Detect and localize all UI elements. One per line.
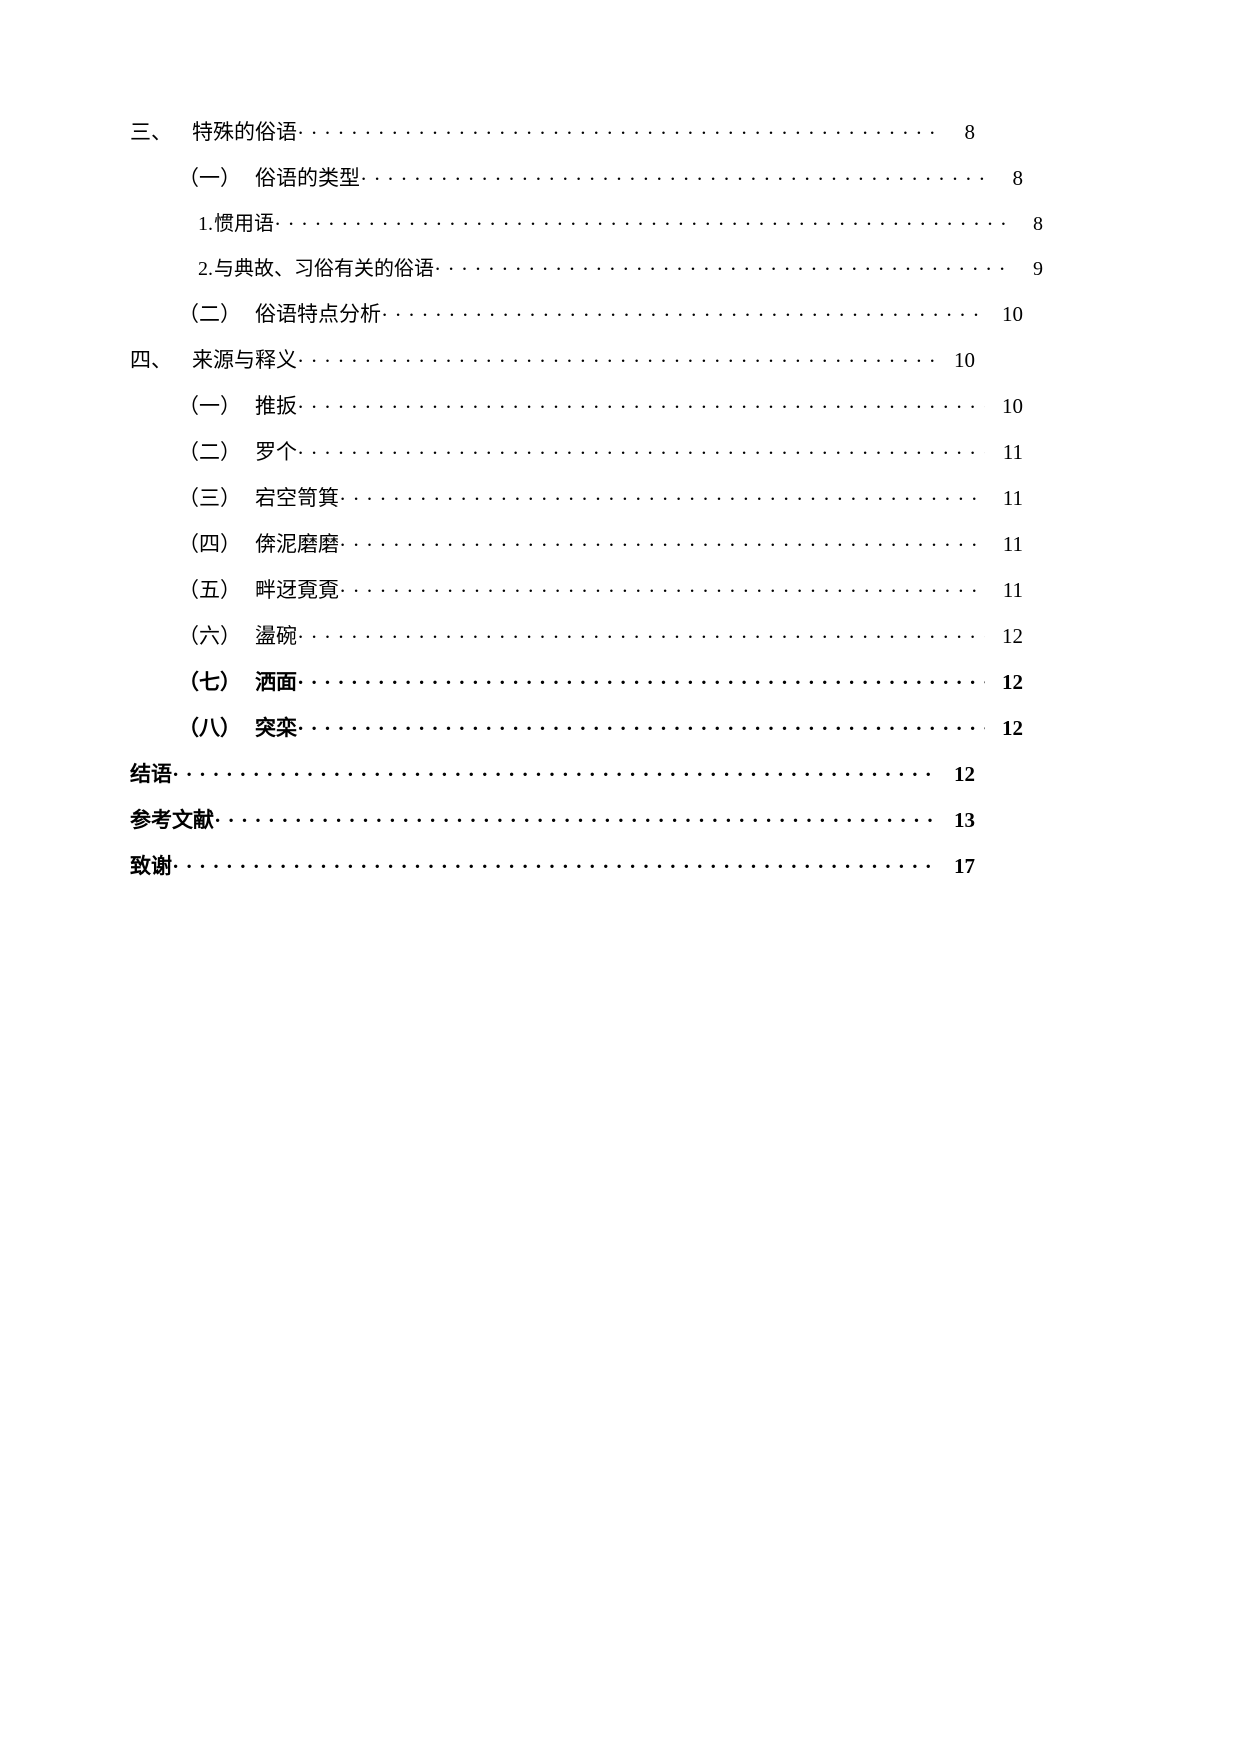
toc-entry[interactable]: 四、来源与释义 10: [130, 346, 975, 371]
toc-leader-dots: [298, 668, 985, 689]
toc-entry-page-number[interactable]: 13: [954, 808, 975, 832]
toc-entry-page-number[interactable]: 11: [1002, 440, 1023, 464]
toc-entry-title[interactable]: 惯用语: [214, 213, 274, 235]
toc-entry[interactable]: 2.与典故、习俗有关的俗语 9: [130, 255, 1043, 279]
toc-entry-page-number[interactable]: 12: [1002, 670, 1023, 694]
toc-leader-dots: [435, 255, 1005, 275]
toc-entry-title[interactable]: 与典故、习俗有关的俗语: [214, 258, 434, 280]
toc-entry-number: （六）: [178, 624, 241, 648]
toc-entry-title[interactable]: 倴泥磨磨: [255, 532, 339, 556]
toc-entry-number: （七）: [178, 670, 241, 694]
toc-entry-page-number[interactable]: 11: [1002, 578, 1023, 602]
toc-entry[interactable]: （六） 盪碗 12: [130, 622, 1023, 647]
toc-entry[interactable]: 三、特殊的俗语 8: [130, 118, 975, 143]
toc-leader-dots: [215, 806, 937, 827]
toc-entry-number: （一）: [178, 166, 241, 190]
toc-entry-number: （五）: [178, 578, 241, 602]
toc-leader-dots: [382, 300, 985, 321]
toc-entry-title[interactable]: 推扳: [255, 394, 297, 418]
toc-entry[interactable]: （三） 宕空笥箕 11: [130, 484, 1023, 509]
toc-entry[interactable]: （二） 俗语特点分析 10: [130, 300, 1023, 325]
toc-entry-page-number[interactable]: 11: [1002, 532, 1023, 556]
toc-entry-page-number[interactable]: 12: [1002, 624, 1023, 648]
toc-entry-page-number[interactable]: 10: [1002, 394, 1023, 418]
toc-entry-title[interactable]: 俗语的类型: [255, 166, 360, 190]
toc-leader-dots: [298, 714, 985, 735]
toc-entry-page-number[interactable]: 12: [954, 762, 975, 786]
toc-entry[interactable]: （七） 洒面 12: [130, 668, 1023, 693]
toc-entry-page-number[interactable]: 10: [1002, 302, 1023, 326]
toc-leader-dots: [340, 530, 985, 551]
toc-leader-dots: [298, 438, 985, 459]
toc-leader-dots: [361, 164, 985, 185]
toc-entry[interactable]: （二） 罗个 11: [130, 438, 1023, 463]
toc-entry-number: （一）: [178, 394, 241, 418]
toc-entry-title[interactable]: 畔迓覔覔: [255, 578, 339, 602]
toc-entry-number: （二）: [178, 302, 241, 326]
table-of-contents: 三、特殊的俗语 8 （一） 俗语的类型 8 1.惯用语 8 2.与典故、习俗有关的俗语 9 （二）…: [130, 118, 1043, 898]
toc-entry-title[interactable]: 来源与释义: [192, 348, 297, 372]
toc-entry-number: （二）: [178, 440, 241, 464]
toc-entry-number: 四、: [130, 348, 172, 372]
toc-leader-dots: [298, 622, 985, 643]
toc-entry-title[interactable]: 特殊的俗语: [192, 120, 297, 144]
toc-entry[interactable]: 致谢 17: [130, 852, 975, 877]
toc-entry-title[interactable]: 俗语特点分析: [255, 302, 381, 326]
toc-entry[interactable]: （四） 倴泥磨磨 11: [130, 530, 1023, 555]
toc-entry[interactable]: （一） 推扳 10: [130, 392, 1023, 417]
toc-entry[interactable]: 参考文献 13: [130, 806, 975, 831]
toc-entry-number: （四）: [178, 532, 241, 556]
toc-entry-title[interactable]: 致谢: [130, 854, 172, 878]
toc-entry-title[interactable]: 结语: [130, 762, 172, 786]
toc-entry-page-number[interactable]: 17: [954, 854, 975, 878]
toc-entry-title[interactable]: 宕空笥箕: [255, 486, 339, 510]
toc-leader-dots: [298, 118, 937, 139]
toc-entry-number: （八）: [178, 716, 241, 740]
toc-entry-title[interactable]: 突栾: [255, 716, 297, 740]
toc-entry-page-number[interactable]: 8: [1012, 166, 1024, 190]
toc-entry-page-number[interactable]: 8: [1033, 213, 1043, 235]
toc-entry-number: （三）: [178, 486, 241, 510]
toc-entry-title[interactable]: 罗个: [255, 440, 297, 464]
toc-entry-page-number[interactable]: 12: [1002, 716, 1023, 740]
toc-entry[interactable]: （八） 突栾 12: [130, 714, 1023, 739]
toc-entry-number: 三、: [130, 120, 172, 144]
toc-entry-page-number[interactable]: 8: [964, 120, 976, 144]
toc-leader-dots: [173, 760, 937, 781]
toc-entry[interactable]: 1.惯用语 8: [130, 210, 1043, 234]
toc-leader-dots: [173, 852, 937, 873]
toc-entry-number: 2.: [198, 258, 213, 280]
toc-leader-dots: [275, 210, 1005, 230]
toc-entry[interactable]: （一） 俗语的类型 8: [130, 164, 1023, 189]
toc-leader-dots: [298, 392, 985, 413]
toc-entry-page-number[interactable]: 9: [1033, 258, 1043, 280]
toc-leader-dots: [340, 484, 985, 505]
toc-entry-page-number[interactable]: 11: [1002, 486, 1023, 510]
toc-entry[interactable]: 结语 12: [130, 760, 975, 785]
toc-entry-title[interactable]: 盪碗: [255, 624, 297, 648]
toc-entry-title[interactable]: 洒面: [255, 670, 297, 694]
toc-leader-dots: [298, 346, 937, 367]
toc-entry[interactable]: （五） 畔迓覔覔 11: [130, 576, 1023, 601]
toc-leader-dots: [340, 576, 985, 597]
toc-entry-title[interactable]: 参考文献: [130, 808, 214, 832]
toc-entry-page-number[interactable]: 10: [954, 348, 975, 372]
toc-entry-number: 1.: [198, 213, 213, 235]
